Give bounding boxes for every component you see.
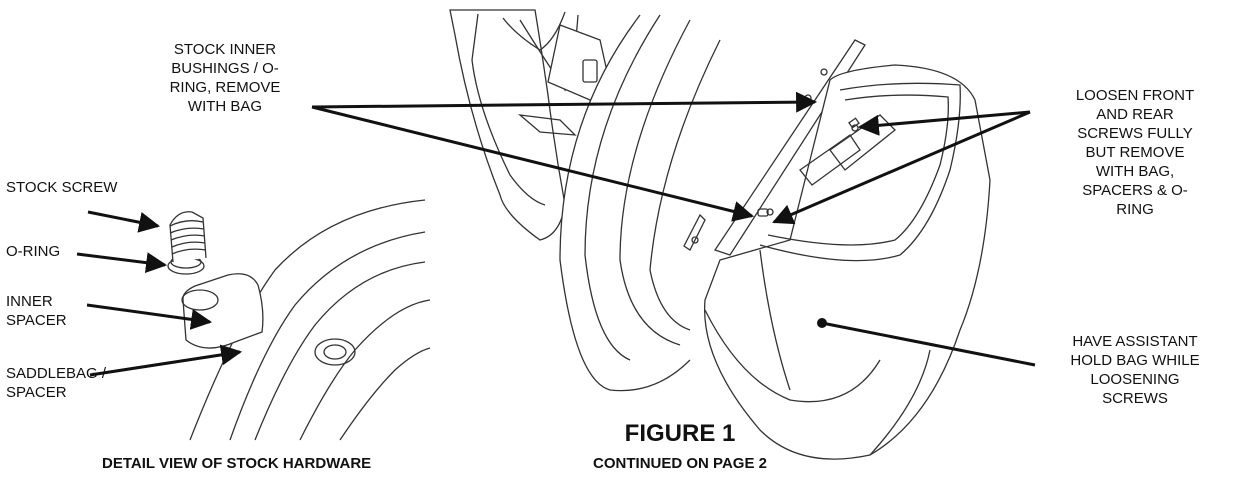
label-o-ring: O-RING	[6, 243, 61, 260]
arrow-stock-screw	[87, 210, 161, 233]
detail-view-illustration	[167, 199, 431, 441]
label-loosen-screws: LOOSEN FRONT AND REAR SCREWS FULLY BUT R…	[1075, 87, 1195, 218]
label-stock-inner-bushings: STOCK INNER BUSHINGS / O- RING, REMOVE W…	[169, 41, 281, 115]
caption-continued: CONTINUED ON PAGE 2	[593, 455, 767, 472]
line-assistant	[821, 321, 1036, 367]
arrow-o-ring	[76, 252, 168, 274]
label-saddlebag-spacer: SADDLEBAG / SPACER	[6, 365, 107, 401]
fender-illustration	[449, 9, 991, 460]
leader-lines	[76, 91, 1036, 377]
label-have-assistant: HAVE ASSISTANT HOLD BAG WHILE LOOSENING …	[1070, 333, 1200, 407]
arrow-bushing-upper	[311, 91, 818, 113]
assistant-dot-marker	[817, 318, 827, 328]
caption-detail-view: DETAIL VIEW OF STOCK HARDWARE	[102, 455, 372, 472]
arrow-bushing-lower	[311, 105, 755, 222]
arrow-front-screw	[857, 110, 1031, 136]
label-stock-screw: STOCK SCREW	[6, 179, 118, 196]
arrow-saddlebag-spacer	[89, 344, 243, 377]
label-inner-spacer: INNER SPACER	[6, 293, 67, 329]
arrow-rear-screw	[772, 110, 1031, 225]
figure-title: FIGURE 1	[624, 420, 736, 447]
arrow-inner-spacer	[86, 303, 213, 330]
